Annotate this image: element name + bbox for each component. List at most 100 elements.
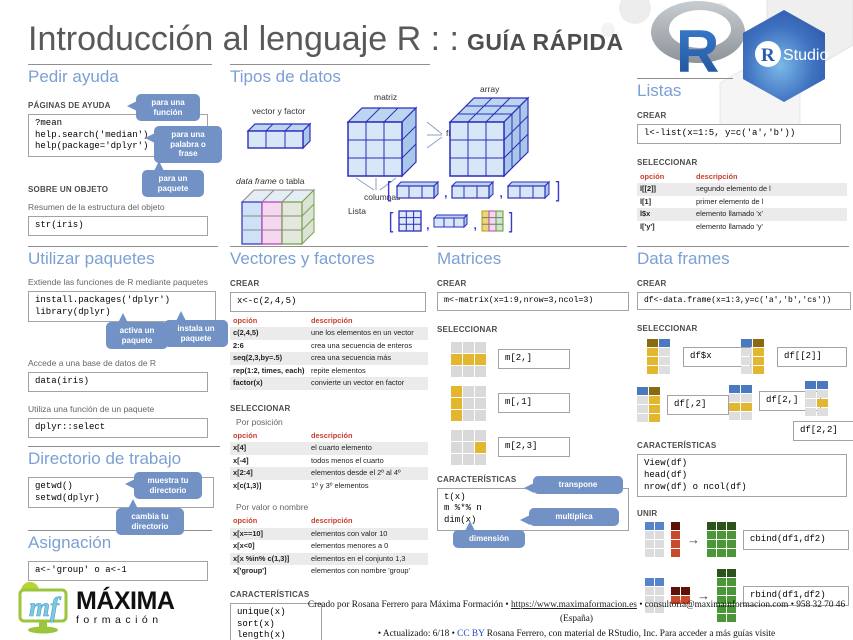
matrix-col-select-icon: [451, 385, 486, 421]
matrix-cell-select-icon: [451, 429, 486, 465]
label-crear: CREAR: [637, 279, 667, 288]
comma: ,: [426, 218, 430, 232]
caption-funcion-paquete: Utiliza una función de un paquete: [28, 404, 155, 415]
table-row: rep(1:2, times, each)repite elementos: [233, 365, 366, 375]
table-row: x[4]el cuarto elemento: [230, 442, 428, 455]
label-seleccionar: SELECCIONAR: [437, 324, 498, 334]
section-title-asignacion: Asignación: [28, 533, 112, 552]
section-title-pedir-ayuda: Pedir ayuda: [28, 67, 119, 86]
section-title-directorio: Directorio de trabajo: [28, 449, 182, 468]
cbind-result-icon: [707, 522, 736, 558]
maximaformacion-link[interactable]: https://www.maximaformacion.es: [510, 600, 637, 610]
code-df-cell: df[2,2]: [793, 421, 853, 442]
section-divider: [230, 64, 430, 65]
unir-cbind-row: → cbind(df1,df2): [645, 522, 849, 558]
caption-accede-base-datos: Accede a una base de datos de R: [28, 358, 157, 369]
label-caracteristicas: CARACTERÍSTICAS: [437, 474, 517, 484]
table-row: x[2:4]elementos desde el 2º al 4º: [230, 467, 428, 480]
filas-arrows: [426, 121, 443, 149]
df2-rows-icon: [671, 587, 690, 605]
matrix-cube-icon: [346, 106, 418, 178]
label-data-frame-tabla: data frame o tabla: [236, 176, 305, 186]
code-m-cell: m[2,3]: [498, 437, 570, 458]
comma: ,: [499, 186, 503, 200]
section-vectores-factores: Vectores y factores CREAR x<-c(2,4,5) op…: [230, 246, 428, 640]
mini-vector-icon: [396, 180, 440, 200]
section-divider: [28, 64, 212, 65]
section-divider: [28, 446, 220, 447]
bubble-para-una-palabra: para una palabra o frase: [145, 126, 222, 163]
array-cube-icon: [448, 96, 530, 178]
maxima-text: MÁXIMA: [76, 587, 175, 616]
label-crear: CREAR: [637, 111, 667, 120]
dataframe-select-diagram: df$x df[[2]] df[,2] df[2,] df[2,2]: [637, 337, 853, 442]
section-directorio-trabajo: Directorio de trabajo getwd() setwd(dply…: [28, 446, 220, 536]
section-divider: [637, 78, 733, 79]
arrow-icon: →: [687, 532, 700, 548]
page-title-badge: GUÍA RÁPIDA: [466, 29, 624, 55]
ccby-link[interactable]: CC BY: [457, 628, 485, 639]
section-title-matrices: Matrices: [437, 249, 502, 268]
mini-matrix-icon: [398, 210, 422, 232]
dataframe-cube-icon: [240, 188, 316, 246]
label-columnas: columnas: [364, 192, 401, 202]
section-asignacion: Asignación a<-'group' o a<-1: [28, 530, 212, 581]
table-row: x[-4]todos menos el cuarto: [233, 455, 384, 465]
matrix-select-row: m[,1]: [451, 385, 627, 421]
code-dplyr-select: dplyr::select: [28, 418, 208, 438]
comma: ,: [473, 218, 477, 232]
maxima-formacion-logo: e mf MÁXIMA formación: [16, 580, 175, 636]
label-unir: UNIR: [637, 509, 658, 519]
code-m-col: m[,1]: [498, 393, 570, 414]
matrix-select-row: m[2,3]: [451, 429, 627, 465]
label-paginas-de-ayuda: PÁGINAS DE AYUDA: [28, 101, 111, 110]
label-seleccionar: SELECCIONAR: [637, 157, 698, 167]
mini-vector-icon: [451, 180, 495, 200]
maxima-wordmark: MÁXIMA formación: [76, 587, 175, 626]
label-sobre-un-objeto: SOBRE UN OBJETO: [28, 185, 109, 195]
code-rbind: rbind(df1,df2): [743, 586, 849, 606]
table-row: l['y']elemento llamado 'y': [640, 221, 763, 231]
rstudio-logo: R Studio: [743, 10, 828, 102]
bubble-instala-paquete: instala un paquete: [164, 310, 228, 348]
table-row: x['group']elementos con nombre 'group': [233, 566, 410, 576]
code-crear-dataframe: df<-data.frame(x=1:3,y=c('a','b','cs')): [637, 292, 851, 311]
df2-column-icon: [671, 522, 680, 558]
rstudio-r-letter: R: [761, 45, 775, 66]
lista-vectors-row: [ , , ]: [386, 177, 561, 203]
credits: Creado por Rosana Ferrero para Máxima Fo…: [300, 598, 853, 640]
bubble-dimension: dimensión: [453, 521, 525, 548]
label-matriz: matriz: [374, 92, 398, 102]
bubble-transpone: transpone: [524, 476, 623, 494]
label-data-frame-italic: data frame: [236, 176, 277, 186]
bubble-para-un-paquete: para un paquete: [142, 160, 204, 198]
rbind-result-icon: [717, 569, 736, 623]
table-row: l[1]primer elemento de l: [640, 196, 764, 206]
mf-letters: mf: [29, 592, 62, 622]
section-matrices: Matrices CREAR m<-matrix(x=1:9,nrow=3,nc…: [437, 246, 629, 576]
code-str-iris: str(iris): [28, 216, 208, 236]
code-df-double-bracket: df[[2]]: [777, 347, 847, 368]
df-cell-select-icon: [805, 381, 828, 417]
formacion-text: formación: [76, 613, 163, 626]
code-m-row: m[2,]: [498, 349, 570, 370]
bracket-open: [: [388, 208, 394, 234]
mini-vector-icon: [433, 213, 469, 229]
bracket-close: ]: [508, 208, 514, 234]
section-divider: [28, 246, 218, 247]
label-seleccionar: SELECCIONAR: [637, 324, 698, 334]
bracket-open: [: [386, 177, 392, 203]
table-row: c(2,4,5)une los elementos en un vector: [230, 327, 428, 340]
code-asignacion: a<-'group' o a<-1: [28, 561, 208, 581]
columnas-arrows: [355, 177, 397, 191]
code-df-dollar: df$x: [683, 347, 751, 368]
df1-icon: [645, 522, 664, 558]
